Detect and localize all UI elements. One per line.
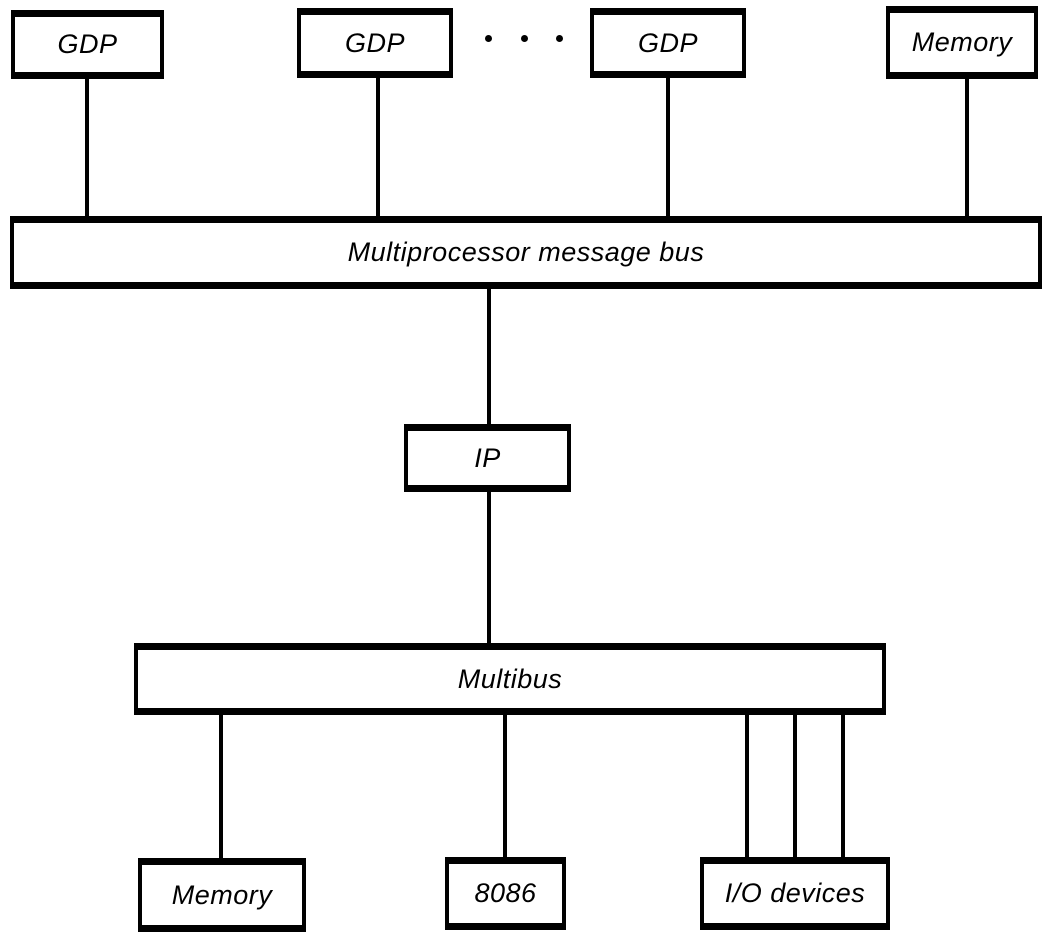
- node-label-gdp-1: GDP: [57, 29, 118, 59]
- node-label-cpu-8086: 8086: [474, 878, 537, 908]
- node-label-multibus: Multibus: [457, 663, 563, 694]
- node-label-memory-bot: Memory: [171, 879, 273, 910]
- node-label-gdp-2: GDP: [344, 27, 405, 58]
- ellipsis-dots: [485, 33, 563, 43]
- node-gdp-3[interactable]: GDP: [590, 8, 746, 78]
- node-io-devices[interactable]: I/O devices: [700, 857, 890, 930]
- node-message-bus[interactable]: Multiprocessor message bus: [10, 216, 1042, 289]
- node-memory-top[interactable]: Memory: [886, 6, 1038, 79]
- node-label-ip: IP: [474, 442, 501, 473]
- ellipsis-dot: [556, 34, 563, 42]
- ellipsis-dot: [485, 34, 492, 42]
- node-label-gdp-3: GDP: [637, 27, 698, 58]
- node-gdp-1[interactable]: GDP: [11, 10, 164, 79]
- node-cpu-8086[interactable]: 8086: [445, 857, 566, 930]
- node-label-message-bus: Multiprocessor message bus: [347, 237, 705, 267]
- node-multibus[interactable]: Multibus: [134, 643, 886, 715]
- node-label-io-devices: I/O devices: [724, 878, 866, 908]
- node-memory-bot[interactable]: Memory: [138, 858, 306, 932]
- node-label-memory-top: Memory: [911, 27, 1013, 57]
- node-gdp-2[interactable]: GDP: [297, 8, 453, 78]
- ellipsis-dot: [520, 34, 528, 42]
- node-ip[interactable]: IP: [404, 424, 571, 492]
